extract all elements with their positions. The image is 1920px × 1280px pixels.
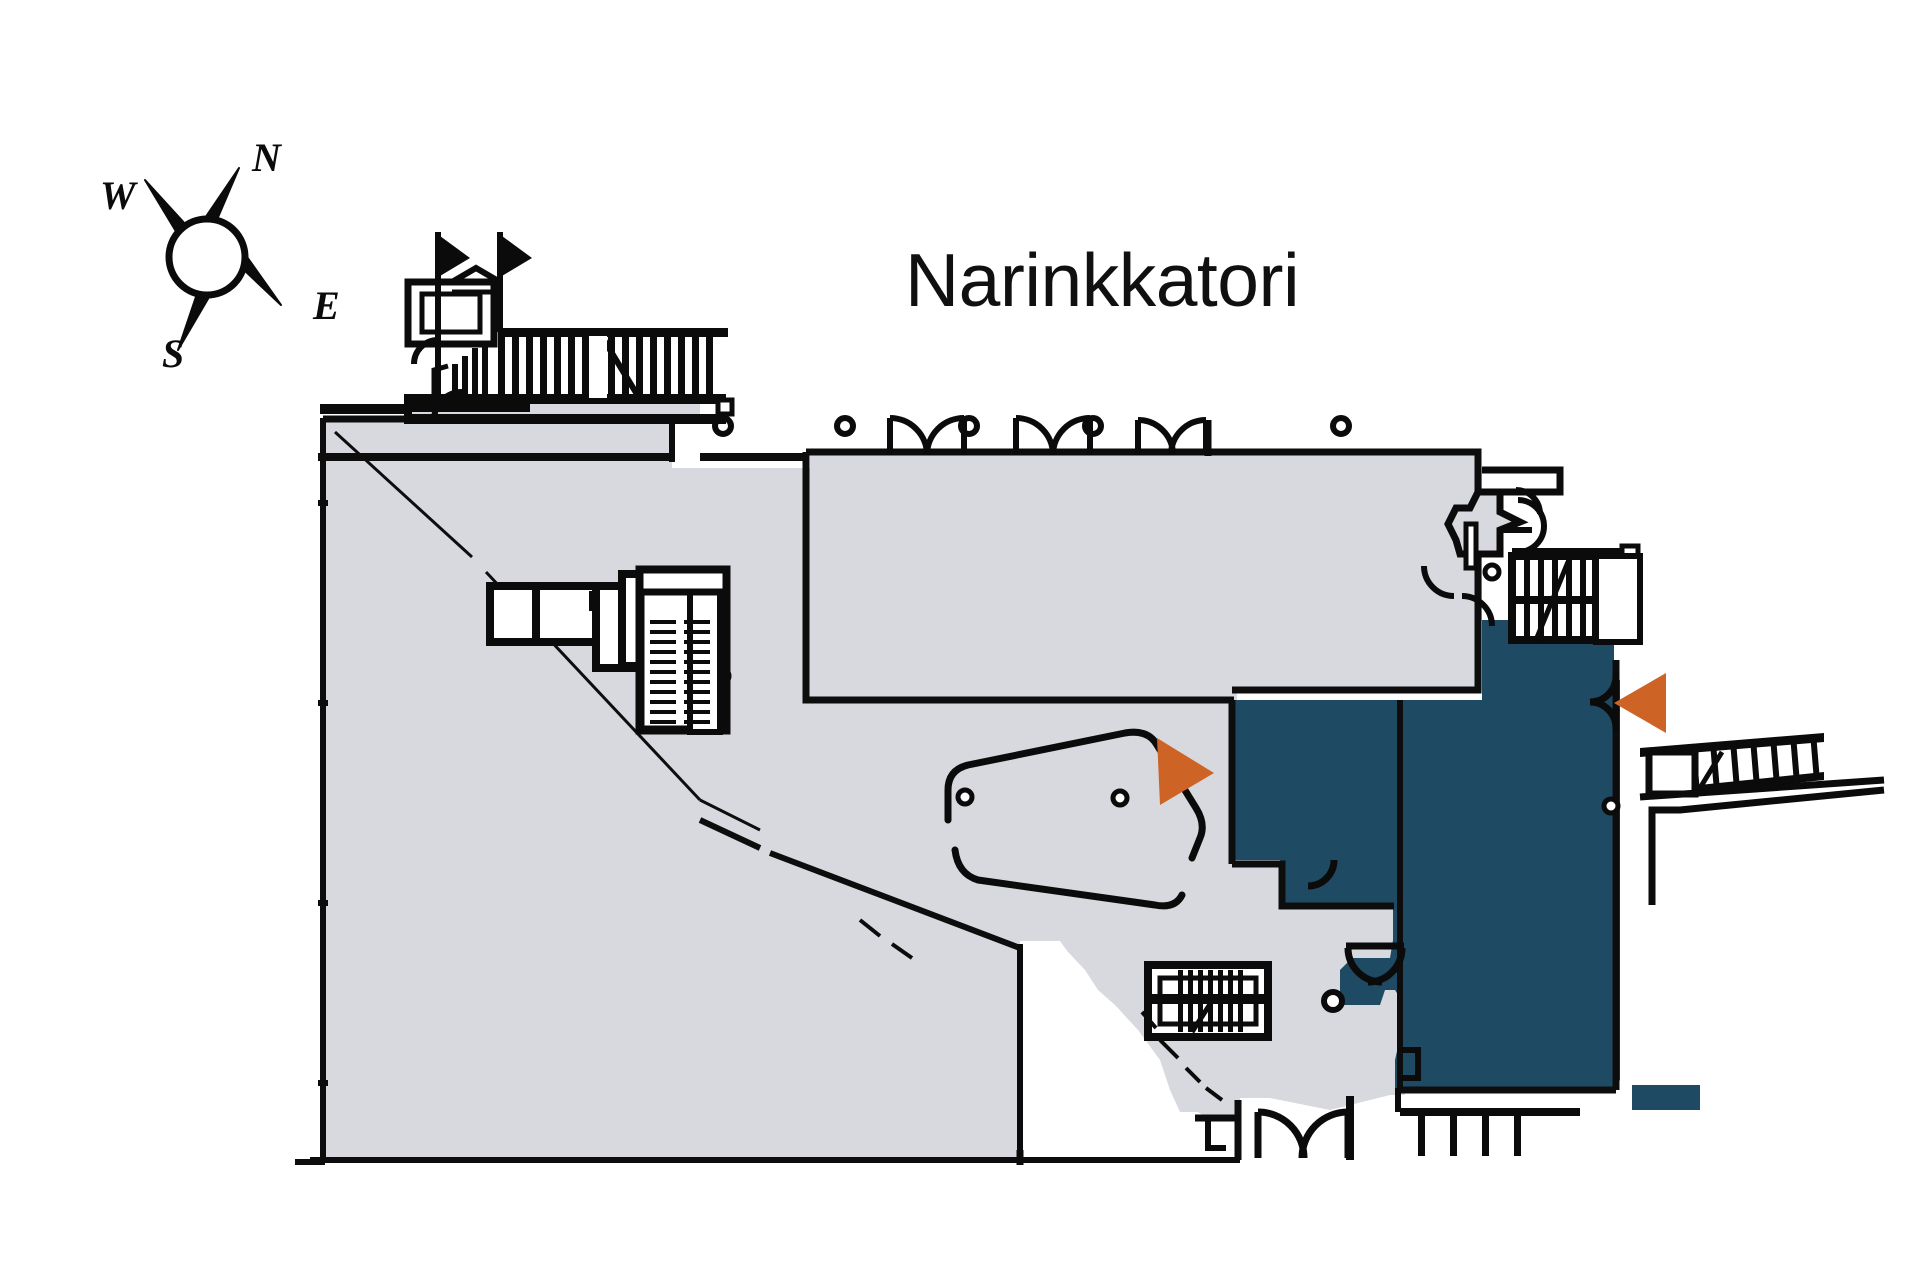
column-icon [1482, 562, 1502, 582]
page-title: Narinkkatori [905, 238, 1300, 322]
door-swing-icon [1515, 487, 1543, 515]
highlight-sw-edge [1232, 860, 1394, 910]
stair-outer-wall [1593, 553, 1643, 645]
stair-top-rail [1512, 548, 1640, 558]
north-hall-west-edge [802, 452, 1234, 704]
entrance-marker-center[interactable] [1157, 738, 1214, 805]
door-swing-icon [411, 337, 439, 365]
lobby-post [1463, 521, 1479, 571]
door-swing-icon [1367, 947, 1406, 986]
stair-treads [452, 340, 488, 398]
south-east-exterior-steps [1400, 1108, 1580, 1156]
lower-right-wall-details [1395, 1047, 1421, 1112]
flag-icon [502, 236, 532, 276]
column-icon [1601, 796, 1621, 816]
door-swing-icon [924, 415, 965, 456]
stair-mid-landing [1152, 994, 1264, 1004]
compass-label-south: S [162, 331, 185, 376]
highlighted-area [1232, 620, 1620, 1090]
island-columns [955, 787, 1130, 808]
platform-edge [404, 394, 726, 404]
stair-direction-line [1533, 561, 1571, 641]
column-icon [1321, 989, 1345, 1013]
door-swing-icon [1421, 565, 1455, 599]
north-east-stair-assembly [1421, 466, 1643, 645]
door-swing-icon [1050, 415, 1091, 456]
compass-label-west: W [100, 173, 136, 218]
interior-broken-guides [858, 918, 1224, 1158]
column-icon [1110, 788, 1130, 808]
highlighted-area-lower-tab [1632, 1085, 1700, 1110]
concourse-diagonal-edge-2 [768, 850, 1022, 951]
stair-landing-box [1645, 748, 1699, 798]
canopy-bracket [450, 264, 502, 285]
highlight-area-doors [1307, 859, 1406, 986]
lower-central-stair-block [1144, 961, 1272, 1041]
stair-direction-line [1189, 996, 1217, 1034]
escalator-direction-line [601, 338, 641, 398]
concourse-diagonal-edge [698, 817, 762, 851]
exterior-path-edge-top [1639, 776, 1885, 801]
direction-markers[interactable] [1157, 673, 1666, 805]
shop-unit [532, 582, 602, 646]
stair-nosing [431, 363, 449, 398]
exterior-path-edge [1648, 786, 1885, 905]
door-swing-icon [1517, 525, 1547, 555]
door-swing-icon [1298, 1108, 1349, 1159]
east-exterior-stairs [1639, 733, 1885, 905]
column-icon [834, 415, 856, 437]
north-west-escalator-assembly [320, 232, 735, 424]
guide-segment [1184, 1066, 1202, 1084]
escalator-step-hatch [650, 620, 710, 724]
escalator-treads [498, 336, 713, 398]
guide-segment [1204, 1086, 1224, 1102]
compass-rose [144, 167, 282, 351]
floor-outlines [295, 415, 1620, 1165]
guide-segment [858, 918, 882, 938]
handrail [498, 328, 728, 337]
south-entrance-doors [1195, 1096, 1354, 1160]
interior-guide-line-3 [699, 798, 761, 832]
guide-segment [1158, 1038, 1180, 1060]
platform-edge-lower [404, 414, 726, 424]
entrance-marker-east[interactable] [1614, 673, 1666, 733]
island-planter [944, 728, 1206, 910]
compass-label-east: E [313, 283, 340, 328]
column-icon [955, 787, 975, 807]
kiosk-inner [419, 291, 483, 335]
compass-center-circle [165, 215, 249, 299]
column-icon [1330, 415, 1352, 437]
west-wall-ticks [318, 500, 328, 1086]
interior-guide-line-1 [333, 430, 474, 559]
end-cap [715, 397, 735, 417]
north-hall-floor [810, 450, 1478, 700]
west-escalator-bank [635, 565, 731, 735]
escalator-gap-fill [589, 336, 607, 398]
wall-nib [1398, 1047, 1421, 1081]
guide-segment [890, 942, 914, 960]
compass-label-north: N [252, 135, 281, 180]
threshold-bar [410, 400, 530, 412]
threshold-bar-2 [320, 404, 412, 414]
door-swing-icon [1307, 859, 1338, 890]
island-outline-lower [951, 846, 1186, 910]
island-outline-upper [944, 728, 1206, 862]
door-swing-icon [1461, 593, 1495, 627]
stair-direction-line [1697, 750, 1725, 790]
north-hall-outline [806, 448, 1482, 694]
escalator-landing [636, 566, 730, 596]
door-swing-icon [1257, 1108, 1308, 1159]
door-swings-north [887, 415, 1212, 456]
threshold-step [1205, 1118, 1226, 1151]
guide-segment [1140, 1010, 1158, 1030]
flag-icon [440, 236, 470, 276]
door-swing-icon [1168, 417, 1207, 456]
